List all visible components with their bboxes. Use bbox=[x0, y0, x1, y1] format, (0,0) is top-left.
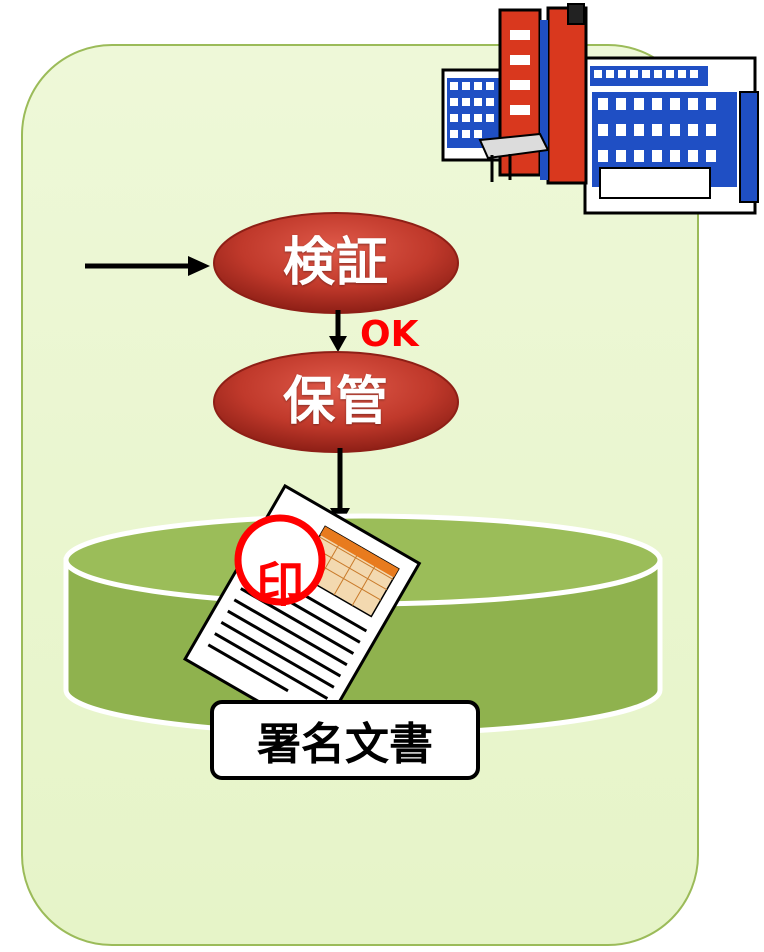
store-node-label: 保管 bbox=[282, 372, 389, 432]
incoming-arrow-head bbox=[188, 256, 210, 276]
verify-node-label: 検証 bbox=[282, 233, 389, 293]
ok-label: OK bbox=[360, 314, 419, 355]
hospital-building-icon bbox=[441, 3, 759, 215]
seal-icon bbox=[234, 514, 326, 606]
store-node bbox=[213, 351, 459, 453]
signed-document-icon bbox=[182, 483, 422, 739]
seal-label: 印 bbox=[255, 557, 304, 613]
signed-document-label: 署名文書 bbox=[210, 700, 480, 780]
ok-arrow-head bbox=[329, 336, 347, 352]
